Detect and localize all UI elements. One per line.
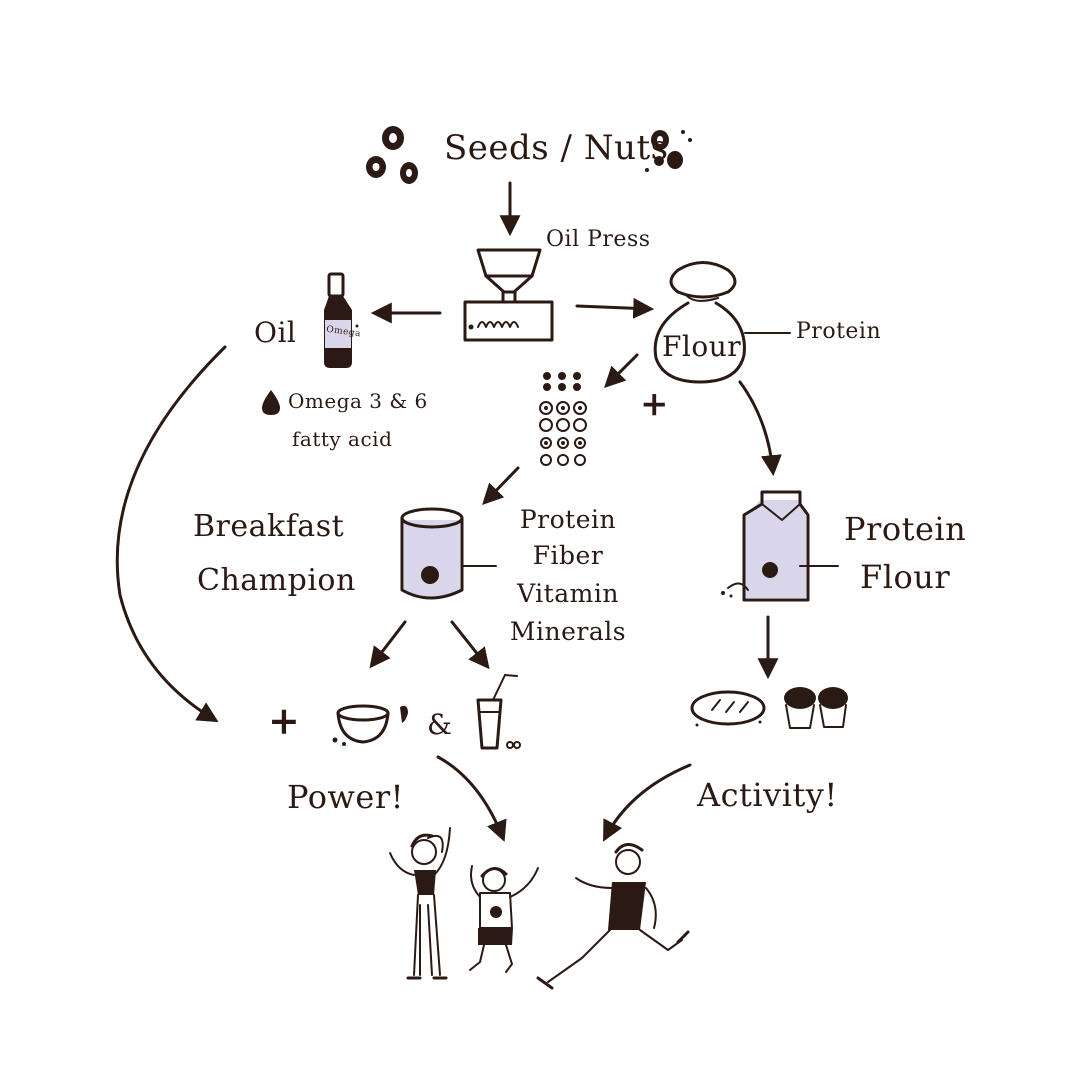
oil-press-label: Oil Press xyxy=(546,227,651,252)
arrow-canister-to-bowl xyxy=(369,620,407,669)
woman-figure-icon xyxy=(389,827,451,980)
runner-figure-icon xyxy=(536,843,690,990)
child-figure-icon xyxy=(469,865,539,973)
breakfast-label: Breakfast xyxy=(193,509,345,544)
arrow-breakfast-to-family xyxy=(436,755,507,842)
arrow-bakery-to-runner xyxy=(603,763,692,842)
canister-icon xyxy=(400,507,464,600)
bread-icon xyxy=(690,690,766,727)
protein-flour-bag-icon xyxy=(721,490,810,602)
plus-sign-breakfast: + xyxy=(268,698,301,743)
muffins-icon xyxy=(784,687,848,729)
omega-text-line-2: fatty acid xyxy=(292,427,393,451)
omega-drop-icon xyxy=(262,390,280,415)
seeds-nuts-title: Seeds / Nuts xyxy=(444,128,669,168)
activity-label: Activity! xyxy=(697,776,838,814)
shake-glass-icon xyxy=(476,674,521,750)
protein-label: Protein xyxy=(796,319,882,344)
ampersand-label: & xyxy=(427,708,453,741)
arrow-press-to-flour xyxy=(575,297,655,319)
nuts-icon xyxy=(645,130,692,172)
arrow-seeds-to-canister xyxy=(482,466,520,506)
arrow-oil-to-breakfast xyxy=(115,345,227,723)
nutrient-fiber: Fiber xyxy=(532,541,604,570)
arrow-flour-to-seeds xyxy=(604,353,639,388)
flour-label: Flour xyxy=(662,330,742,363)
plus-sign-flour: + xyxy=(640,384,669,424)
seed-grid-icon xyxy=(539,372,587,466)
bowl-icon xyxy=(332,704,408,746)
protein-flour-label-1: Protein xyxy=(844,510,967,548)
oil-press-icon xyxy=(463,248,554,342)
nutrient-minerals: Minerals xyxy=(509,617,627,646)
nutrient-vitamin: Vitamin xyxy=(517,579,619,608)
power-label: Power! xyxy=(287,778,404,816)
seeds-icon xyxy=(366,126,418,184)
nutrient-protein: Protein xyxy=(519,505,617,534)
protein-flour-label-2: Flour xyxy=(860,558,951,596)
flour-sack-icon xyxy=(653,261,746,384)
oil-label: Oil xyxy=(254,316,297,349)
omega-text-line-1: Omega 3 & 6 xyxy=(288,389,428,413)
arrow-canister-to-shake xyxy=(450,620,490,670)
oil-bottle-icon xyxy=(324,272,359,368)
arrow-flour-to-protein-flour xyxy=(738,380,782,477)
champion-label: Champion xyxy=(197,563,356,598)
